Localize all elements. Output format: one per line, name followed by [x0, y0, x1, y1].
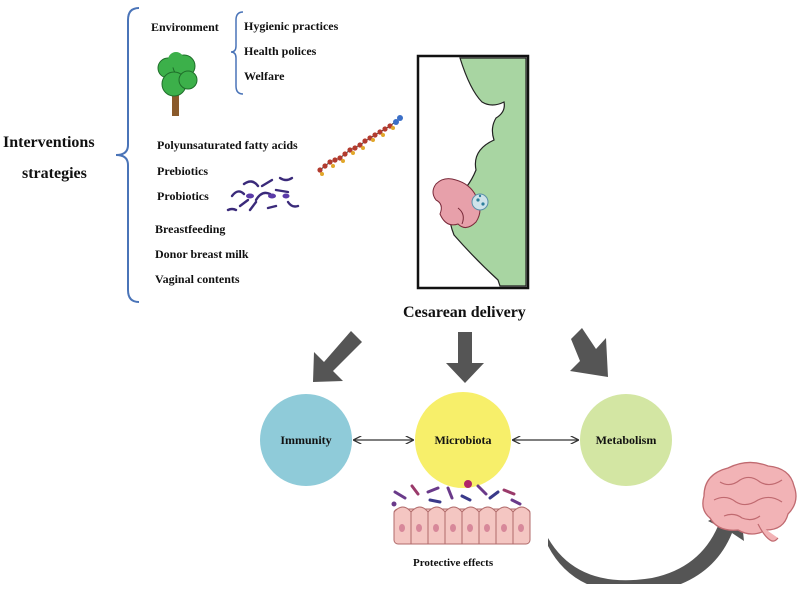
breastfeeding-label: Breastfeeding: [155, 222, 225, 236]
microbiota-circle: [415, 392, 511, 488]
fatty-acid-chain-icon: [317, 115, 403, 176]
env-item-hygienic: Hygienic practices: [244, 19, 339, 33]
pufa-label: Polyunsaturated fatty acids: [157, 138, 298, 152]
env-item-welfare: Welfare: [244, 69, 285, 83]
environment-bracket: [230, 11, 244, 95]
immunity-circle: [260, 394, 352, 486]
donor-milk-label: Donor breast milk: [155, 247, 249, 261]
env-item-health: Health polices: [244, 44, 317, 58]
interventions-title-line1: Interventions: [3, 134, 95, 151]
environment-label: Environment: [151, 20, 219, 34]
arrow-to-microbiota: [446, 332, 484, 383]
arrow-to-metabolism: [570, 328, 608, 377]
interventions-title-line2: strategies: [22, 165, 87, 182]
curved-arrow-to-brain: [548, 505, 744, 589]
intestinal-villi-icon: [393, 506, 531, 545]
tree-icon: [157, 52, 198, 116]
metabolism-circle: [580, 394, 672, 486]
probiotics-icon: [226, 176, 300, 212]
prebiotics-label: Prebiotics: [157, 164, 208, 178]
microbiota-label: Microbiota: [434, 433, 491, 447]
immunity-label: Immunity: [280, 433, 331, 447]
gut-bacteria-icon: [391, 480, 522, 507]
brain-icon: [702, 461, 797, 542]
pregnant-woman-icon: [416, 54, 530, 290]
cesarean-delivery-label: Cesarean delivery: [403, 304, 526, 321]
metabolism-label: Metabolism: [596, 433, 657, 447]
vaginal-contents-label: Vaginal contents: [155, 272, 240, 286]
interventions-bracket: [115, 7, 140, 303]
probiotics-label: Probiotics: [157, 189, 209, 203]
protective-effects-label: Protective effects: [413, 557, 494, 569]
arrow-to-immunity: [313, 331, 362, 382]
